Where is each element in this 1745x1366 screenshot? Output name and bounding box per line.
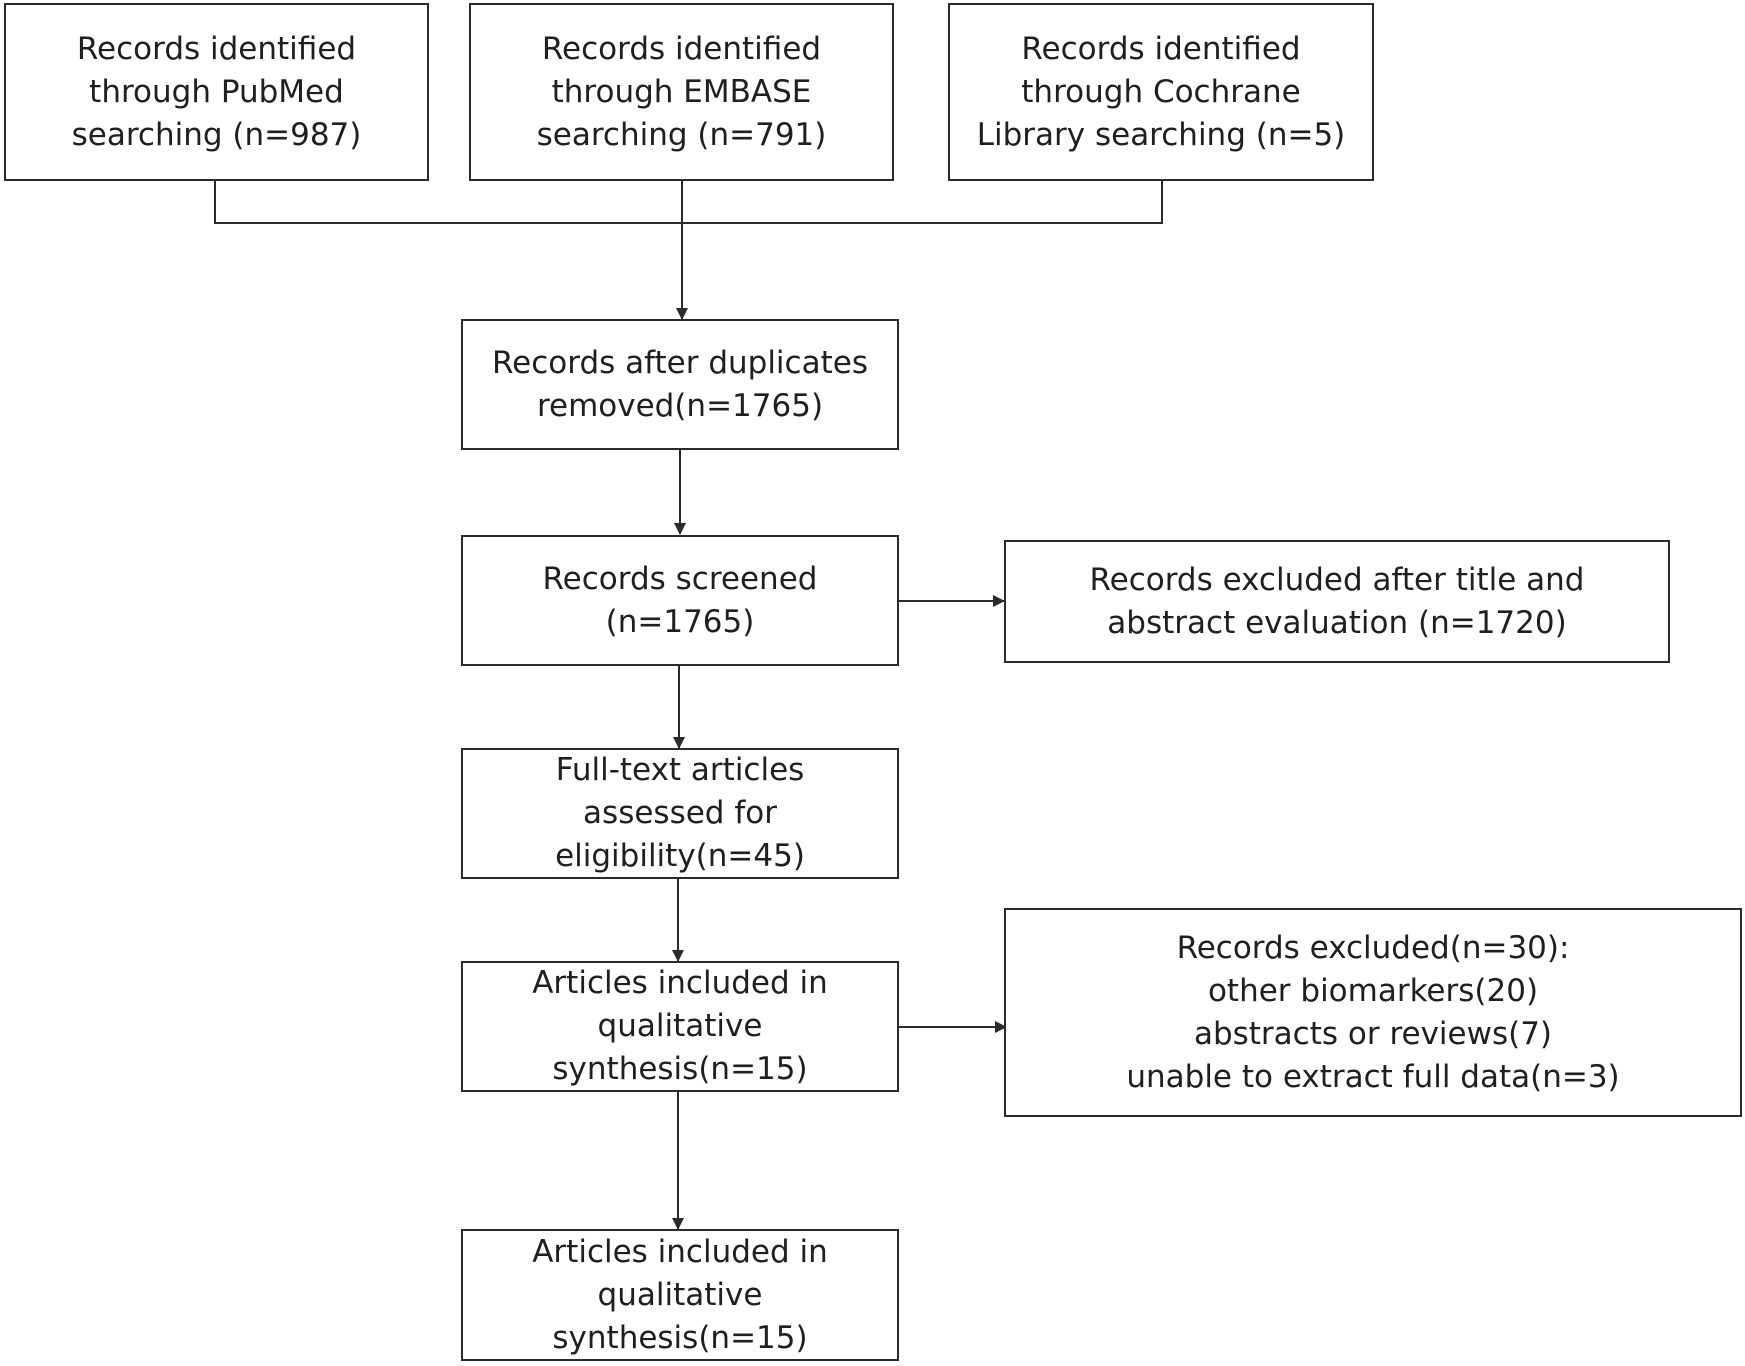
box-text-line: Articles included in — [532, 965, 828, 1001]
box-text-line: searching (n=987) — [71, 116, 362, 153]
box-records-excluded-reasons: Records excluded(n=30): other biomarkers(… — [1004, 908, 1742, 1117]
box-articles-included-2: Articles included in qualitative synthesis… — [461, 1229, 899, 1361]
box-records-after-duplicates: Records after duplicates removed(n=1765) — [461, 319, 899, 450]
box-records-screened: Records screened (n=1765) — [461, 535, 899, 666]
box-pubmed-records: Records identified through PubMed searchin… — [4, 3, 429, 181]
box-text-line: synthesis(n=15) — [552, 1051, 808, 1087]
box-text-line: Full-text articles — [555, 752, 805, 788]
box-text-line: Articles included in — [532, 1233, 828, 1270]
box-text-line: qualitative — [597, 1008, 763, 1044]
box-text-line: abstract evaluation (n=1720) — [1107, 604, 1567, 641]
box-text-line: Records identified — [541, 30, 822, 67]
box-text-line: Records identified — [1021, 30, 1301, 67]
box-text-line: through PubMed — [89, 73, 344, 110]
box-text-line: other biomarkers(20) — [1207, 972, 1539, 1009]
box-text-line: synthesis(n=15) — [552, 1319, 808, 1356]
box-text-line: Records after duplicates — [492, 344, 868, 381]
box-articles-included-1: Articles included in qualitative synthesis… — [461, 961, 899, 1092]
box-text-line: unable to extract full data(n=3) — [1126, 1058, 1620, 1095]
box-text-line: eligibility(n=45) — [555, 838, 805, 874]
box-text-line: Library searching (n=5) — [976, 116, 1346, 153]
box-text-line: through EMBASE — [551, 73, 812, 110]
box-text-line: Records excluded after title and — [1089, 561, 1585, 598]
box-records-excluded-title-abstract: Records excluded after title and abstract… — [1004, 540, 1670, 663]
box-text-line: searching (n=791) — [536, 116, 827, 153]
box-text-line: abstracts or reviews(7) — [1193, 1015, 1553, 1052]
box-text-line: through Cochrane — [1021, 73, 1301, 110]
box-text-line: Records identified — [76, 30, 357, 67]
box-text-line: Records excluded(n=30): — [1176, 929, 1570, 966]
box-embase-records: Records identified through EMBASE searchin… — [469, 3, 894, 181]
box-text-line: removed(n=1765) — [536, 387, 824, 424]
box-text-line: (n=1765) — [605, 603, 755, 640]
box-text-line: qualitative — [597, 1276, 763, 1313]
box-fulltext-assessed: Full-text articles assessed for eligibilit… — [461, 748, 899, 879]
box-text-line: Records screened — [542, 560, 818, 597]
merge-bracket-connector — [214, 180, 1163, 224]
box-text-line: assessed for — [583, 795, 777, 831]
